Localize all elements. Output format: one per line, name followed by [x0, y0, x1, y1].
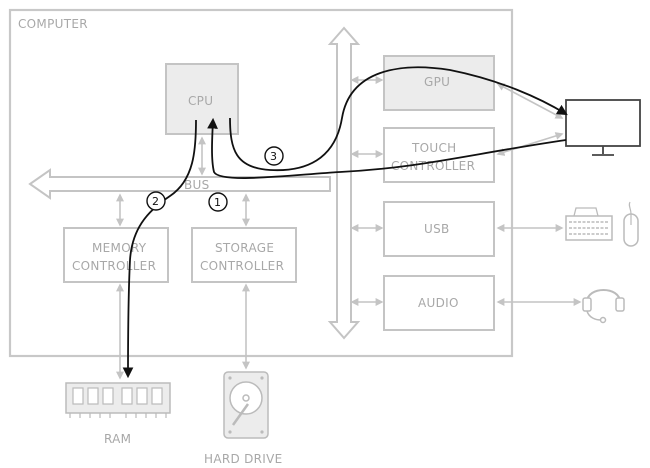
touch-controller-label-1: TOUCH [411, 141, 456, 155]
cpu-label: CPU [188, 94, 213, 108]
memory-controller-box [63, 227, 169, 283]
flow-path-2 [122, 119, 197, 379]
touch-monitor-link [496, 132, 564, 156]
hard-drive-label: HARD DRIVE [204, 452, 283, 466]
hard-drive-icon [223, 371, 269, 439]
step-marker-1: 1 [208, 192, 228, 212]
computer-label: COMPUTER [18, 17, 88, 31]
monitor-icon [565, 99, 641, 156]
storage-controller-label-2: CONTROLLER [200, 259, 284, 273]
step-marker-3: 3 [264, 146, 284, 166]
svg-text:3: 3 [270, 150, 277, 163]
usb-box [383, 201, 495, 257]
usb-label: USB [424, 222, 450, 236]
audio-box [383, 275, 495, 331]
touch-controller-label-2: CONTROLLER [391, 159, 475, 173]
step-marker-2: 2 [146, 191, 166, 211]
flow-path-3 [229, 66, 568, 172]
memory-controller-label-1: MEMORY [92, 241, 147, 255]
ram-label: RAM [104, 432, 131, 446]
storage-controller-label-1: STORAGE [215, 241, 274, 255]
mouse-icon [623, 201, 639, 247]
cpu-box [165, 63, 239, 135]
memory-controller-label-2: CONTROLLER [72, 259, 156, 273]
flow-path-1 [207, 117, 567, 179]
svg-text:1: 1 [214, 196, 221, 209]
gpu-monitor-link [496, 83, 564, 119]
headset-icon [582, 289, 625, 324]
gpu-label: GPU [424, 75, 450, 89]
vertical-bus-arrow [327, 26, 361, 340]
bus-label: BUS [184, 178, 210, 192]
audio-label: AUDIO [418, 296, 459, 310]
storage-controller-box [191, 227, 297, 283]
svg-text:2: 2 [152, 195, 159, 208]
gpu-box [383, 55, 495, 111]
keyboard-icon [565, 207, 613, 241]
ram-icon [65, 382, 171, 418]
